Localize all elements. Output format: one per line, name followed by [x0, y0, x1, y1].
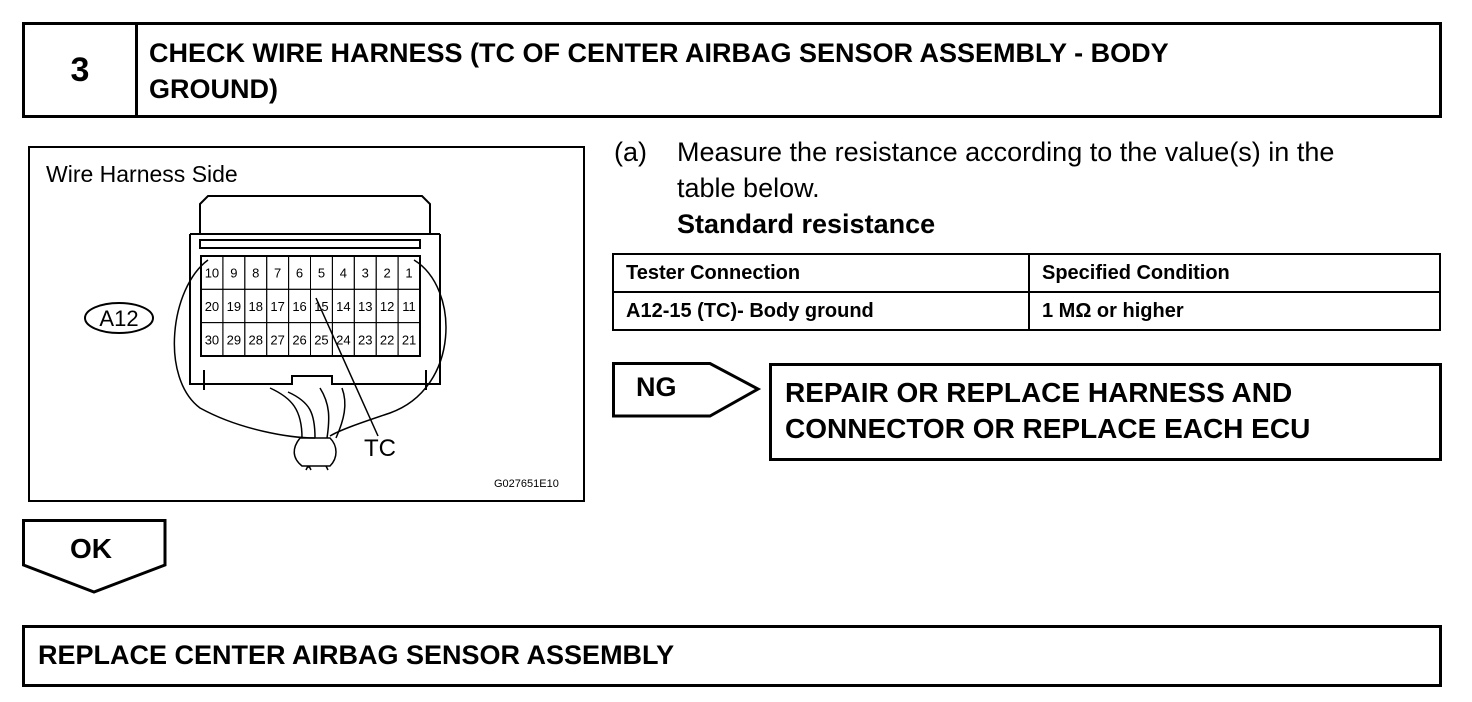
step-title: CHECK WIRE HARNESS (TC OF CENTER AIRBAG … — [149, 35, 1427, 107]
wire-strand-2 — [287, 391, 316, 439]
table-header-specified-condition: Specified Condition — [1028, 253, 1441, 293]
pin-number: 8 — [252, 266, 259, 281]
ng-result-line1: REPAIR OR REPLACE HARNESS AND — [785, 377, 1293, 408]
table-cell-connection: A12-15 (TC)- Body ground — [612, 291, 1030, 331]
figure-code: G027651E10 — [494, 478, 559, 490]
ng-arrow-icon — [612, 362, 762, 418]
pin-number: 9 — [230, 266, 237, 281]
spec-table: Tester Connection Specified Condition A1… — [612, 253, 1441, 331]
pin-number: 23 — [358, 332, 372, 347]
ng-label: NG — [636, 372, 677, 402]
pin-number: 13 — [358, 299, 372, 314]
step-title-line2: GROUND) — [149, 74, 278, 104]
wire-bundle-end — [308, 465, 312, 471]
pin-number: 2 — [384, 266, 391, 281]
table-cell-condition: 1 MΩ or higher — [1028, 291, 1441, 331]
instruction-marker: (a) — [614, 137, 647, 167]
pin-number: 4 — [340, 266, 347, 281]
pin-number: 3 — [362, 266, 369, 281]
pin-number: 7 — [274, 266, 281, 281]
pin-number: 22 — [380, 332, 394, 347]
connector-feet — [203, 370, 427, 390]
table-row: A12-15 (TC)- Body ground 1 MΩ or higher — [612, 291, 1441, 331]
pin-number: 6 — [296, 266, 303, 281]
connector-top-cap — [199, 195, 431, 235]
wire-right-loop — [329, 259, 447, 437]
pin-cell — [397, 322, 421, 357]
connector-latch-strip — [199, 239, 421, 249]
pin-number: 28 — [249, 332, 263, 347]
pin-number: 1 — [405, 266, 412, 281]
pin-number: 21 — [402, 332, 416, 347]
pin-number: 17 — [270, 299, 284, 314]
pin-number: 12 — [380, 299, 394, 314]
pin-number: 25 — [314, 332, 328, 347]
table-header-tester-connection: Tester Connection — [612, 253, 1030, 293]
wire-left-loop — [173, 259, 316, 439]
standard-resistance-label: Standard resistance — [677, 209, 936, 239]
connector-id-oval — [84, 302, 154, 334]
pin-number: 19 — [227, 299, 241, 314]
ng-result-box: REPAIR OR REPLACE HARNESS AND CONNECTOR … — [769, 363, 1442, 461]
wire-strand-4 — [335, 387, 346, 439]
wire-strand-3 — [319, 387, 330, 439]
figure-caption: Wire Harness Side — [46, 161, 238, 187]
pin-number: 5 — [318, 266, 325, 281]
tc-leader-line — [315, 297, 379, 437]
pin-number: 27 — [270, 332, 284, 347]
step-number: 3 — [25, 25, 138, 115]
instruction-line2: table below. — [677, 173, 820, 203]
connector-id-label: A12 — [99, 306, 138, 331]
pin-number: 29 — [227, 332, 241, 347]
pin-number: 24 — [336, 332, 350, 347]
wire-strand-1 — [269, 387, 303, 439]
pin-number: 10 — [205, 266, 219, 281]
instruction: (a) Measure the resistance according to … — [614, 134, 1444, 242]
step-header: 3 CHECK WIRE HARNESS (TC OF CENTER AIRBA… — [22, 22, 1442, 118]
pin-number: 16 — [292, 299, 306, 314]
pin-number: 26 — [292, 332, 306, 347]
wire-bundle — [293, 437, 337, 467]
final-action-box: REPLACE CENTER AIRBAG SENSOR ASSEMBLY — [22, 625, 1442, 687]
pin-number: 14 — [336, 299, 350, 314]
pin-number: 20 — [205, 299, 219, 314]
pin-number: 30 — [205, 332, 219, 347]
tc-terminal-label: TC — [364, 435, 396, 462]
ng-result-text: REPAIR OR REPLACE HARNESS AND CONNECTOR … — [785, 375, 1310, 447]
instruction-line1: Measure the resistance according to the … — [677, 137, 1335, 167]
connector-housing — [189, 234, 441, 385]
wire-bundle-exit — [305, 465, 329, 471]
step-title-line1: CHECK WIRE HARNESS (TC OF CENTER AIRBAG … — [149, 38, 1169, 68]
ok-arrow-icon — [22, 519, 167, 594]
ng-result-line2: CONNECTOR OR REPLACE EACH ECU — [785, 413, 1311, 444]
final-action-text: REPLACE CENTER AIRBAG SENSOR ASSEMBLY — [38, 640, 675, 670]
pin-number: 18 — [249, 299, 263, 314]
table-header-row: Tester Connection Specified Condition — [612, 253, 1441, 293]
pin-number: 11 — [402, 299, 416, 314]
ok-label: OK — [70, 533, 112, 564]
